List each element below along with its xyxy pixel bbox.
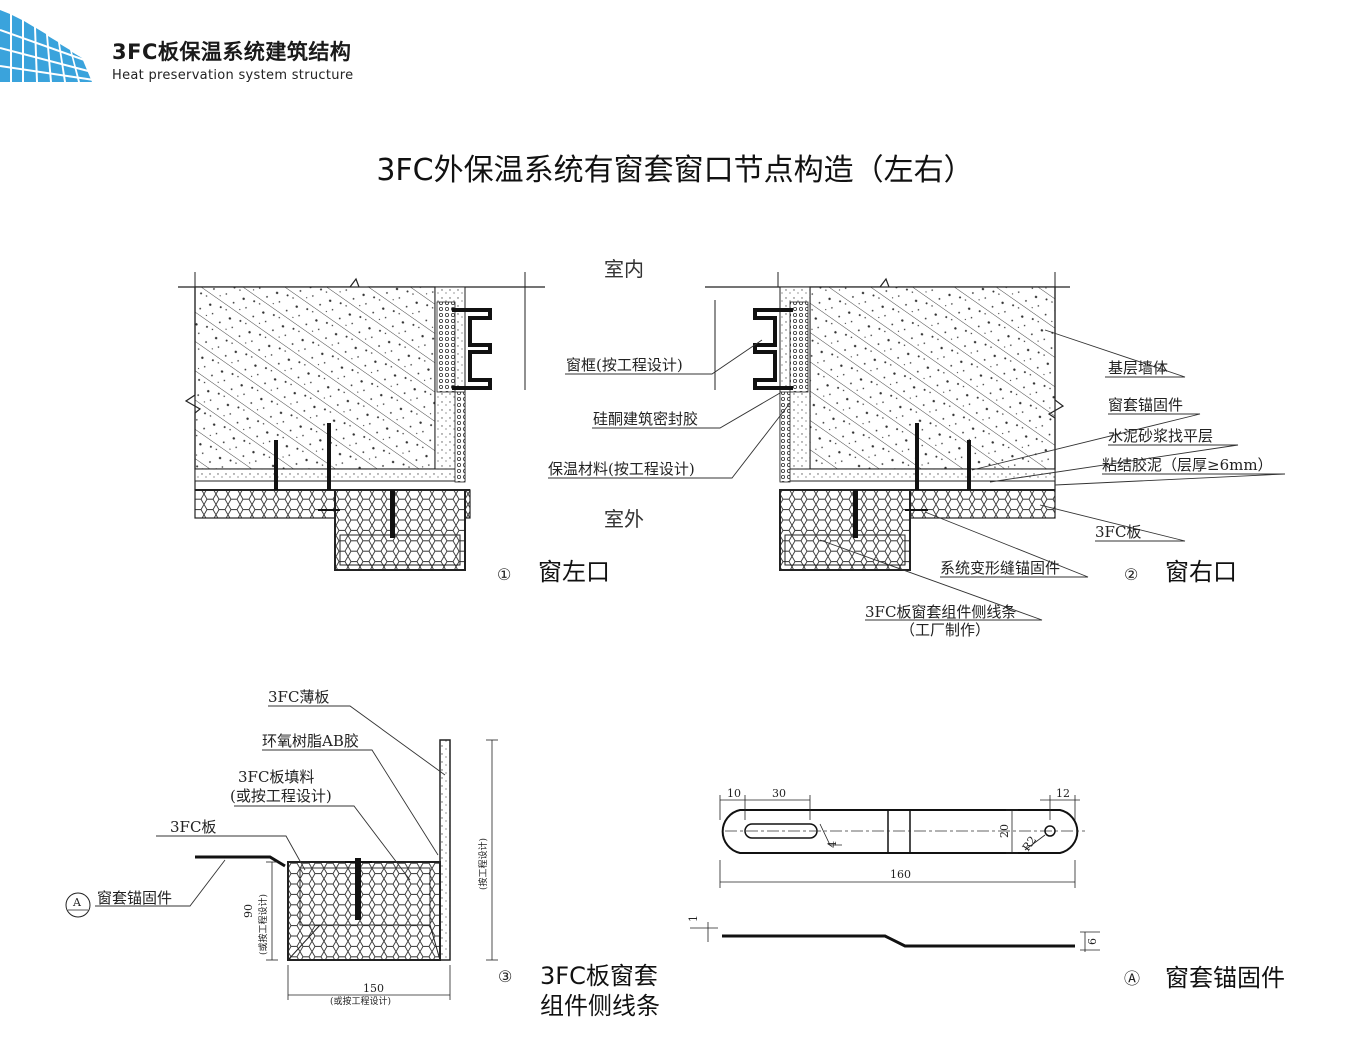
label-epoxy: 环氧树脂AB胶 (262, 732, 359, 750)
page-title: 3FC外保温系统有窗套窗口节点构造（左右） (376, 153, 974, 188)
caption-1-text: 窗左口 (538, 558, 610, 586)
brand-title: 3FC板保温系统建筑结构 (112, 40, 352, 64)
caption-2-number: ② (1124, 565, 1138, 584)
label-factory-made: （工厂制作） (900, 621, 990, 639)
caption-a-number: Ⓐ (1124, 969, 1140, 988)
label-window-frame: 窗框(按工程设计) (566, 356, 683, 374)
detail-3-side-strip (195, 739, 498, 1000)
label-board: 3FC板 (1095, 523, 1141, 541)
label-anchor-a: 窗套锚固件 (97, 889, 172, 907)
brand-logo-icon (0, 10, 95, 82)
caption-a-text: 窗套锚固件 (1165, 964, 1285, 992)
caption-3-number: ③ (498, 967, 512, 986)
brand-subtitle: Heat preservation system structure (112, 68, 354, 83)
label-silicone-sealant: 硅酮建筑密封胶 (593, 410, 698, 428)
label-base-wall: 基层墙体 (1108, 359, 1168, 377)
label-board-3: 3FC板 (170, 818, 216, 836)
dim-90-note: (或按工程设计) (257, 894, 269, 955)
dim-30: 30 (772, 787, 786, 800)
dim-90: 90 (242, 904, 255, 918)
label-filler: 3FC板填料 (238, 768, 314, 786)
label-adhesive: 粘结胶泥（层厚≥6mm） (1102, 456, 1273, 474)
dim-1: 1 (687, 915, 700, 922)
dim-10: 10 (727, 787, 741, 800)
label-filler-note: (或按工程设计) (230, 787, 332, 805)
caption-1-number: ① (497, 565, 511, 584)
zone-indoor: 室内 (604, 257, 644, 281)
dim-160: 160 (890, 868, 911, 881)
label-joint-anchor: 系统变形缝锚固件 (940, 559, 1060, 577)
label-side-strip: 3FC板窗套组件侧线条 (865, 603, 1016, 621)
dim-150-note: (或按工程设计) (330, 995, 391, 1007)
dim-12: 12 (1056, 787, 1070, 800)
detail-a-anchor (690, 795, 1100, 952)
zone-outdoor: 室外 (604, 507, 644, 531)
label-anchor: 窗套锚固件 (1108, 396, 1183, 414)
caption-3-line2: 组件侧线条 (540, 992, 660, 1020)
detail-1-window-left (178, 272, 545, 571)
leader-lines-detail-3 (95, 705, 446, 907)
label-thin-board: 3FC薄板 (268, 688, 329, 706)
dim-150: 150 (363, 982, 384, 995)
caption-3-line1: 3FC板窗套 (540, 962, 658, 990)
marker-a: A (72, 896, 82, 909)
caption-2-text: 窗右口 (1165, 558, 1237, 586)
dim-4: 4 (826, 841, 839, 848)
dim-6: 6 (1086, 938, 1099, 945)
leader-lines-top (548, 329, 1286, 621)
dim-height-note: (按工程设计) (477, 838, 489, 890)
dim-20: 20 (998, 824, 1011, 838)
label-insulation: 保温材料(按工程设计) (548, 460, 695, 478)
label-mortar: 水泥砂浆找平层 (1108, 427, 1213, 445)
dim-r2: R2 (1020, 834, 1039, 854)
detail-2-window-right (705, 272, 1070, 571)
